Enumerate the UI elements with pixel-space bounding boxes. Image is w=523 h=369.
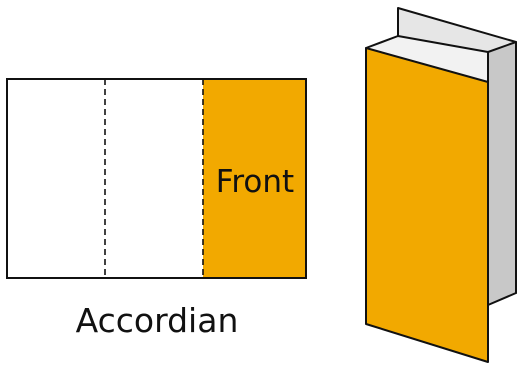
folded-front-panel — [365, 47, 489, 363]
front-label: Front — [216, 164, 294, 200]
flat-panel-left — [7, 79, 105, 278]
flat-panel-middle — [105, 79, 203, 278]
flat-panel-front — [203, 79, 306, 278]
flat-sheet-outline — [6, 78, 307, 279]
folded-middle-panel — [487, 41, 517, 306]
folded-illustration — [365, 7, 517, 363]
caption: Accordian — [76, 301, 239, 340]
flat-layout: Front Accordian — [6, 78, 307, 340]
